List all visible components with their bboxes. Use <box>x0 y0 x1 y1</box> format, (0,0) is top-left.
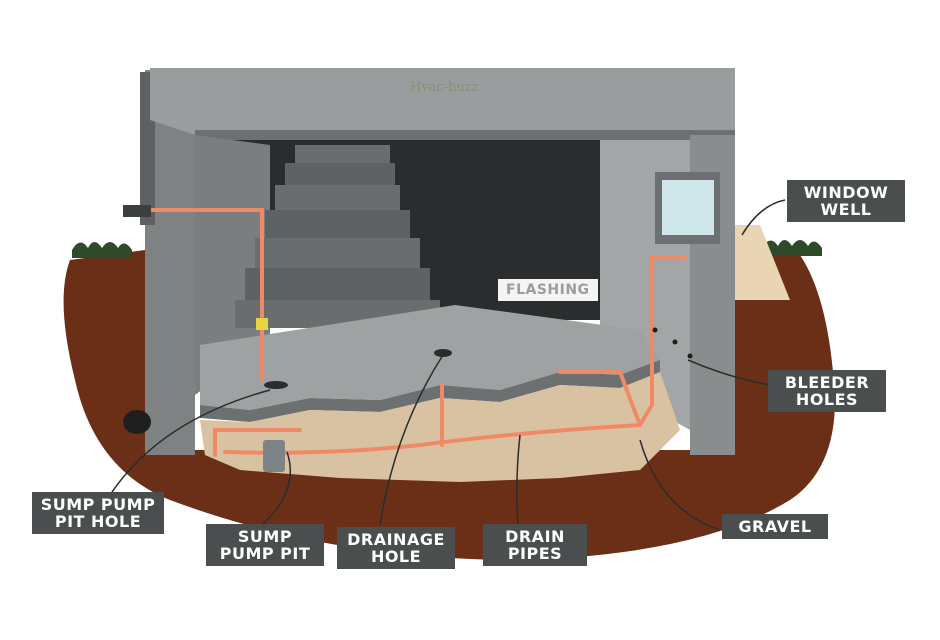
grass-left <box>72 242 132 258</box>
label-sump-pump-pit-hole: SUMP PUMP PIT HOLE <box>32 492 164 534</box>
bleeder-hole <box>652 327 658 333</box>
leader-lines <box>109 199 786 531</box>
label-bleeder-holes: BLEEDER HOLES <box>768 370 886 412</box>
sump-pit-hole <box>264 381 288 389</box>
bleeder-hole <box>672 339 678 345</box>
drainage-hole <box>434 349 452 357</box>
left-inner-wall <box>195 135 270 395</box>
floor-slab <box>200 305 660 410</box>
label-flashing: FLASHING <box>498 279 598 301</box>
label-gravel: GRAVEL <box>722 514 828 539</box>
brand-logo: Hvac-buzz <box>410 80 479 95</box>
label-drainage-hole: DRAINAGE HOLE <box>337 527 455 569</box>
floor-slab-edge <box>200 360 660 422</box>
top-slab <box>150 68 735 135</box>
drain-outlet <box>123 410 151 434</box>
left-wall <box>145 70 195 455</box>
sump-pump <box>263 440 285 472</box>
window-glass <box>662 180 714 235</box>
downspout <box>123 205 151 217</box>
soil <box>63 250 836 560</box>
label-sump-pump-pit: SUMP PUMP PIT <box>206 524 324 566</box>
grass-right <box>762 240 822 256</box>
bleeder-hole <box>687 353 693 359</box>
staircase <box>235 145 440 328</box>
window-well-trench <box>735 225 790 300</box>
label-drain-pipes: DRAIN PIPES <box>483 524 587 566</box>
pipe-coupling <box>256 318 268 330</box>
label-window-well: WINDOW WELL <box>787 180 905 222</box>
